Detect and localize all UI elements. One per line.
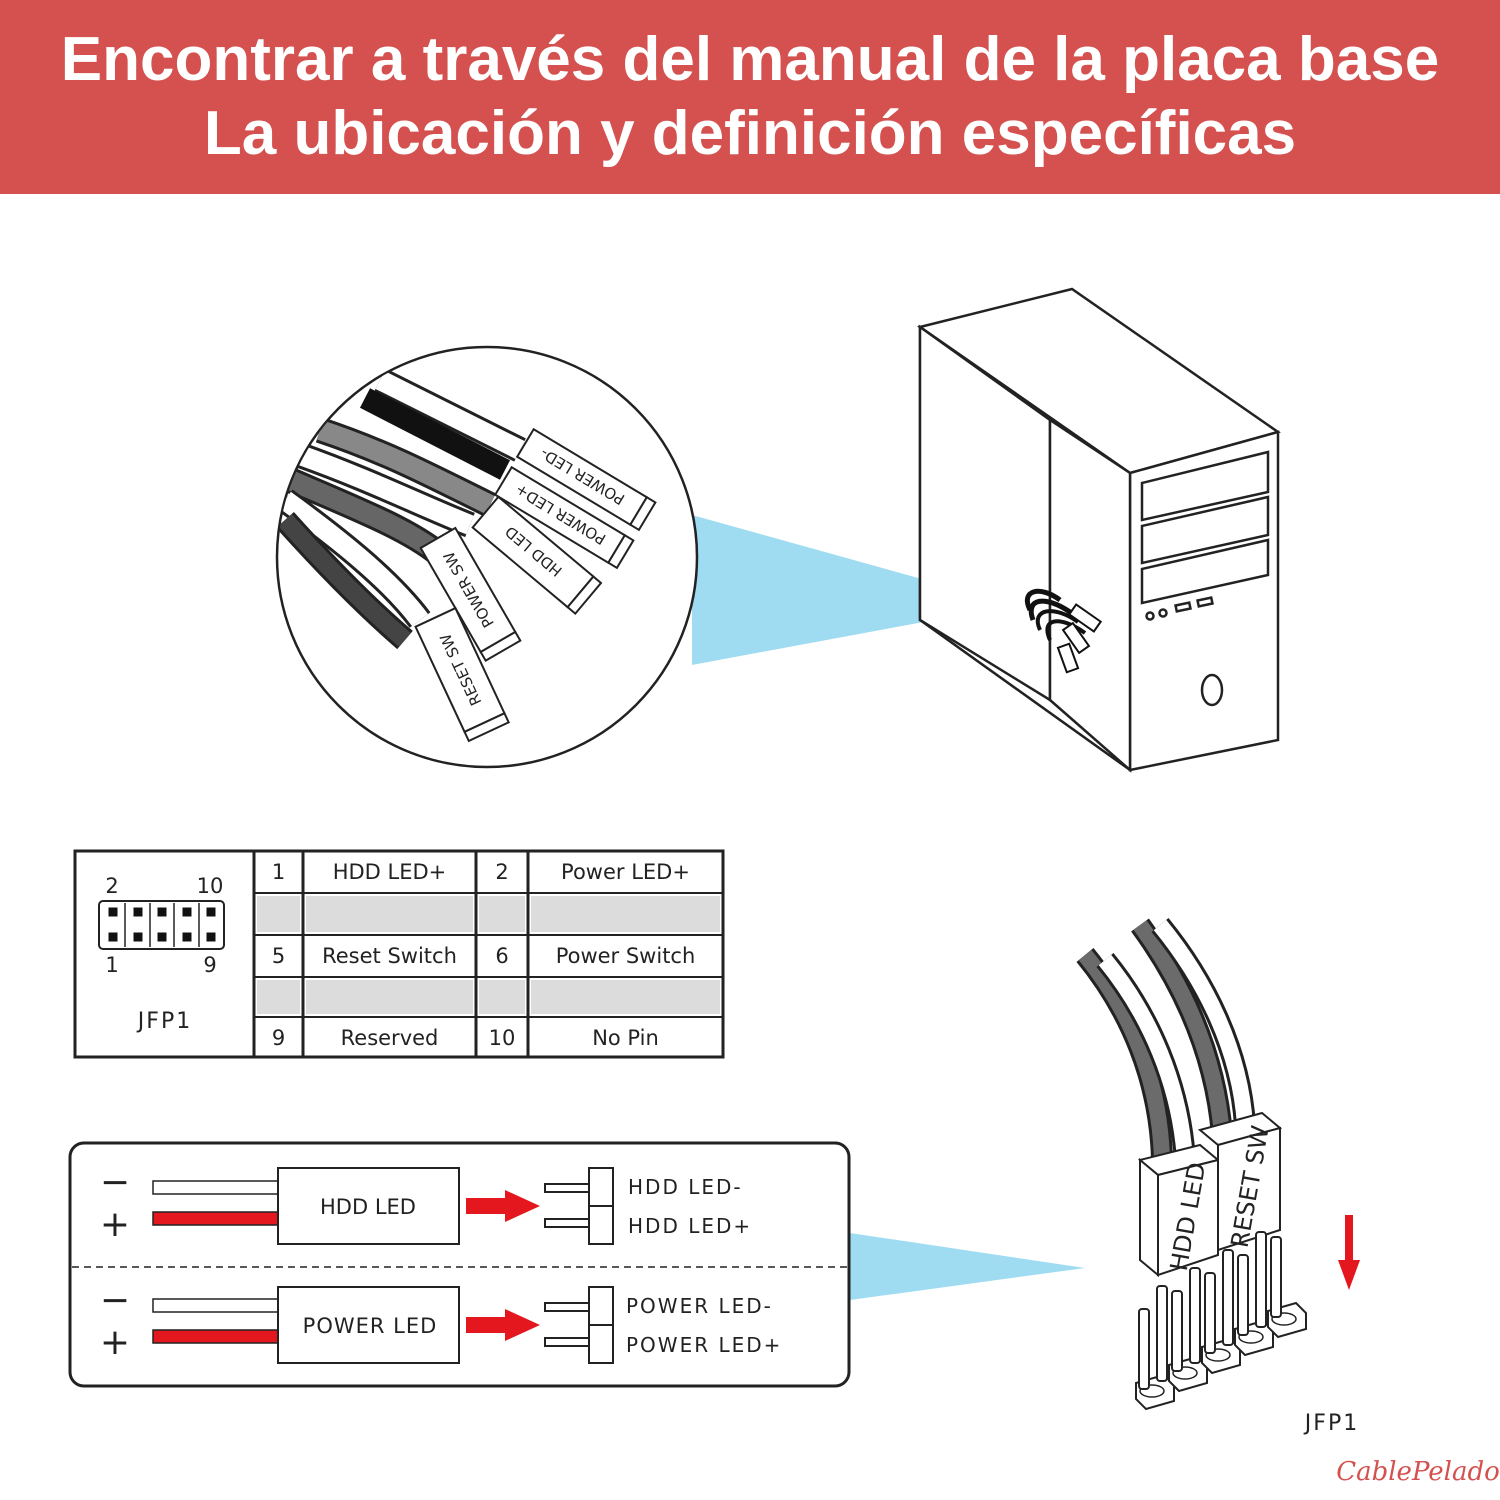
table-cell: Power LED+ — [561, 860, 690, 884]
pin-label-2: 2 — [105, 874, 118, 898]
connector-reset-sw: RESET SW — [414, 606, 511, 743]
power-pin-plus-label: POWER LED+ — [626, 1333, 782, 1357]
power-minus-sign: − — [100, 1280, 130, 1321]
power-wire-negative — [152, 1298, 279, 1313]
table-cell: Reset Switch — [322, 944, 457, 968]
banner-title-line-1: Encontrar a través del manual de la plac… — [60, 25, 1440, 94]
hdd-minus-sign: − — [100, 1162, 130, 1203]
pin-grid — [108, 903, 216, 947]
power-wire-positive — [152, 1329, 279, 1344]
pin-dot — [133, 907, 143, 917]
hdd-wire-negative — [152, 1180, 279, 1195]
table-cell: 1 — [272, 860, 285, 884]
pin-dot — [157, 907, 167, 917]
hdd-led-connector-box — [277, 1167, 460, 1245]
pin-label-10: 10 — [197, 874, 224, 898]
header-pin — [1270, 1236, 1282, 1318]
insert-down-arrow-icon — [1338, 1215, 1360, 1290]
hdd-pin-pair — [544, 1167, 614, 1245]
table-cell: 5 — [272, 944, 285, 968]
table-cell: 6 — [495, 944, 508, 968]
pin-dot — [206, 907, 216, 917]
header-pin — [1171, 1290, 1183, 1372]
wiring-panel: − + HDD LED HDD LED- HDD LED+ − + POWER … — [68, 1141, 851, 1388]
pin-dot — [182, 907, 192, 917]
power-red-arrow-icon — [466, 1309, 540, 1341]
header-pin — [1156, 1285, 1168, 1382]
header-pin — [1204, 1272, 1216, 1354]
pin-dot — [157, 932, 167, 942]
table-cell: Reserved — [341, 1026, 439, 1050]
pin-dot — [182, 932, 192, 942]
table-blank-cell — [531, 980, 720, 1014]
pc-tower — [917, 287, 1281, 773]
pin-definition-panel: 2 10 1 9 JFP1 1 HDD LED+ 2 Power LED+ 5 Reset… — [73, 849, 725, 1059]
pin-dot — [108, 907, 118, 917]
table-cell: 9 — [272, 1026, 285, 1050]
table-blank-cell — [306, 896, 473, 932]
pin-dot — [108, 932, 118, 942]
table-cell: No Pin — [592, 1026, 659, 1050]
zoom-beam-top — [692, 515, 1015, 665]
power-pin-pair — [544, 1286, 614, 1364]
banner-title-line-2: La ubicación y definición específicas — [203, 99, 1297, 168]
table-blank-cell — [306, 980, 473, 1014]
table-cell: 2 — [495, 860, 508, 884]
cable-bundle-small — [1024, 588, 1103, 674]
header-pin — [1255, 1231, 1267, 1328]
table-cell: HDD LED+ — [333, 860, 447, 884]
hdd-pin-plus-label: HDD LED+ — [628, 1214, 752, 1238]
pin-dot — [206, 932, 216, 942]
watermark-logo: CablePelado — [1336, 1457, 1500, 1487]
plug-header-name: JFP1 — [1303, 1411, 1359, 1436]
hdd-wire-positive — [152, 1211, 279, 1226]
pin-header-outline — [98, 900, 225, 950]
jfp1-header-pins — [1135, 1231, 1307, 1411]
pin-label-1: 1 — [105, 953, 118, 977]
header-pin — [1237, 1254, 1249, 1336]
table-blank-cell — [531, 896, 720, 932]
table-blank-cell — [257, 980, 300, 1014]
title-banner: Encontrar a través del manual de la plac… — [0, 0, 1500, 194]
header-pin — [1138, 1308, 1150, 1390]
power-led-box-label: POWER LED — [303, 1314, 438, 1338]
hdd-led-box-label: HDD LED — [320, 1195, 416, 1219]
table-cell: Power Switch — [556, 944, 696, 968]
hdd-plus-sign: + — [100, 1204, 130, 1245]
zoom-beam-bottom — [850, 1233, 1085, 1300]
pin-header-name: JFP1 — [136, 1009, 192, 1034]
table-blank-cell — [479, 896, 525, 932]
power-plus-sign: + — [100, 1322, 130, 1363]
power-led-connector-box — [277, 1286, 460, 1364]
pin-table: 1 HDD LED+ 2 Power LED+ 5 Reset Switch 6 Power … — [254, 851, 723, 1057]
table-blank-cell — [257, 896, 300, 932]
power-pin-minus-label: POWER LED- — [626, 1294, 773, 1318]
plug-3d-illustration: HDD LED RESET SW JFP1 — [1076, 918, 1360, 1436]
hdd-red-arrow-icon — [466, 1190, 540, 1222]
header-pin — [1222, 1249, 1234, 1346]
header-pin — [1189, 1267, 1201, 1364]
hdd-pin-minus-label: HDD LED- — [628, 1175, 743, 1199]
table-cell: 10 — [489, 1026, 516, 1050]
pin-label-9: 9 — [203, 953, 216, 977]
table-blank-cell — [479, 980, 525, 1014]
pin-dot — [133, 932, 143, 942]
